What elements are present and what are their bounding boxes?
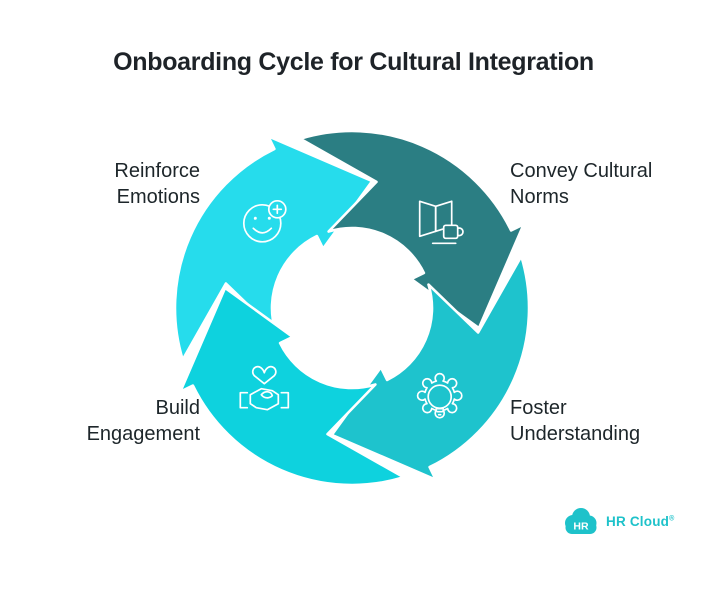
registered-mark: ®: [669, 515, 675, 523]
cycle-arrow-foster-understanding: [330, 255, 531, 481]
label-convey-cultural-norms: Convey Cultural Norms: [510, 158, 652, 210]
hr-cloud-icon: HR: [565, 508, 597, 534]
label-line: Reinforce: [114, 160, 200, 182]
logo-badge-text: HR: [573, 521, 589, 533]
logo-brand-word: HR Cloud: [606, 514, 670, 529]
label-build-engagement: Build Engagement: [87, 395, 200, 447]
cycle-arrow-build-engagement: [179, 286, 405, 487]
logo-brand-text: HR Cloud®: [606, 514, 674, 529]
heart-handshake-icon: [239, 365, 290, 411]
label-line: Build: [155, 397, 200, 419]
label-foster-understanding: Foster Understanding: [510, 395, 640, 447]
page-title: Onboarding Cycle for Cultural Integratio…: [113, 48, 594, 76]
gear-bulb-icon: [416, 372, 463, 419]
label-reinforce-emotions: Reinforce Emotions: [114, 158, 200, 210]
book-mug-icon: [418, 200, 464, 245]
hr-cloud-logo: HR HR Cloud®: [561, 505, 674, 538]
cycle-arrow-reinforce-emotions: [173, 135, 374, 361]
label-line: Emotions: [116, 186, 200, 208]
label-line: Norms: [510, 186, 569, 208]
label-line: Understanding: [510, 423, 641, 445]
cycle-arrow-convey-cultural-norms: [299, 129, 525, 330]
label-line: Convey Cultural: [510, 160, 653, 182]
label-line: Engagement: [86, 423, 200, 445]
label-line: Foster: [510, 397, 567, 419]
cloud-shape: [565, 508, 597, 534]
smiley-plus-icon: [242, 199, 287, 243]
